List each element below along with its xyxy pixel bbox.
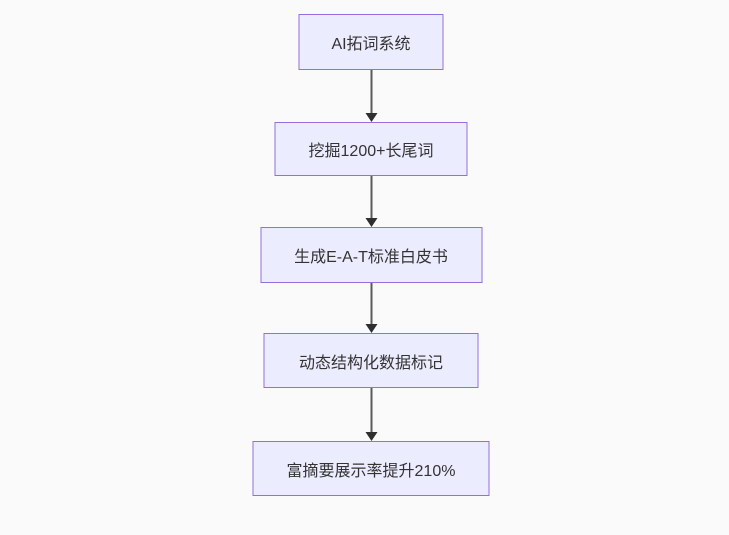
arrowhead-down-icon xyxy=(365,432,377,441)
arrow-connector xyxy=(365,283,377,333)
arrow-line xyxy=(370,388,372,432)
arrow-connector xyxy=(365,176,377,227)
arrow-connector xyxy=(365,70,377,122)
flow-node-label: 挖掘1200+长尾词 xyxy=(308,143,434,160)
arrowhead-down-icon xyxy=(365,218,377,227)
flow-node-longtail-keywords: 挖掘1200+长尾词 xyxy=(274,122,468,176)
flow-node-label: 动态结构化数据标记 xyxy=(298,354,443,372)
arrow-line xyxy=(370,283,372,324)
arrow-line xyxy=(370,176,372,218)
arrow-connector xyxy=(365,388,377,441)
flow-node-label: 富摘要展示率提升210% xyxy=(286,462,456,480)
flow-node-ai-keyword-system: AI拓词系统 xyxy=(298,14,444,70)
flow-node-label: 生成E-A-T标准白皮书 xyxy=(294,249,448,266)
arrow-line xyxy=(370,70,372,113)
flow-node-eat-whitepaper: 生成E-A-T标准白皮书 xyxy=(260,227,482,283)
arrowhead-down-icon xyxy=(365,113,377,122)
arrowhead-down-icon xyxy=(365,324,377,333)
flow-node-label: AI拓词系统 xyxy=(331,36,411,53)
flow-node-structured-data-markup: 动态结构化数据标记 xyxy=(263,333,479,388)
flowchart: AI拓词系统 挖掘1200+长尾词 生成E-A-T标准白皮书 动态结构化数据标记 xyxy=(252,14,490,496)
flow-node-rich-snippet-rate: 富摘要展示率提升210% xyxy=(252,441,490,496)
